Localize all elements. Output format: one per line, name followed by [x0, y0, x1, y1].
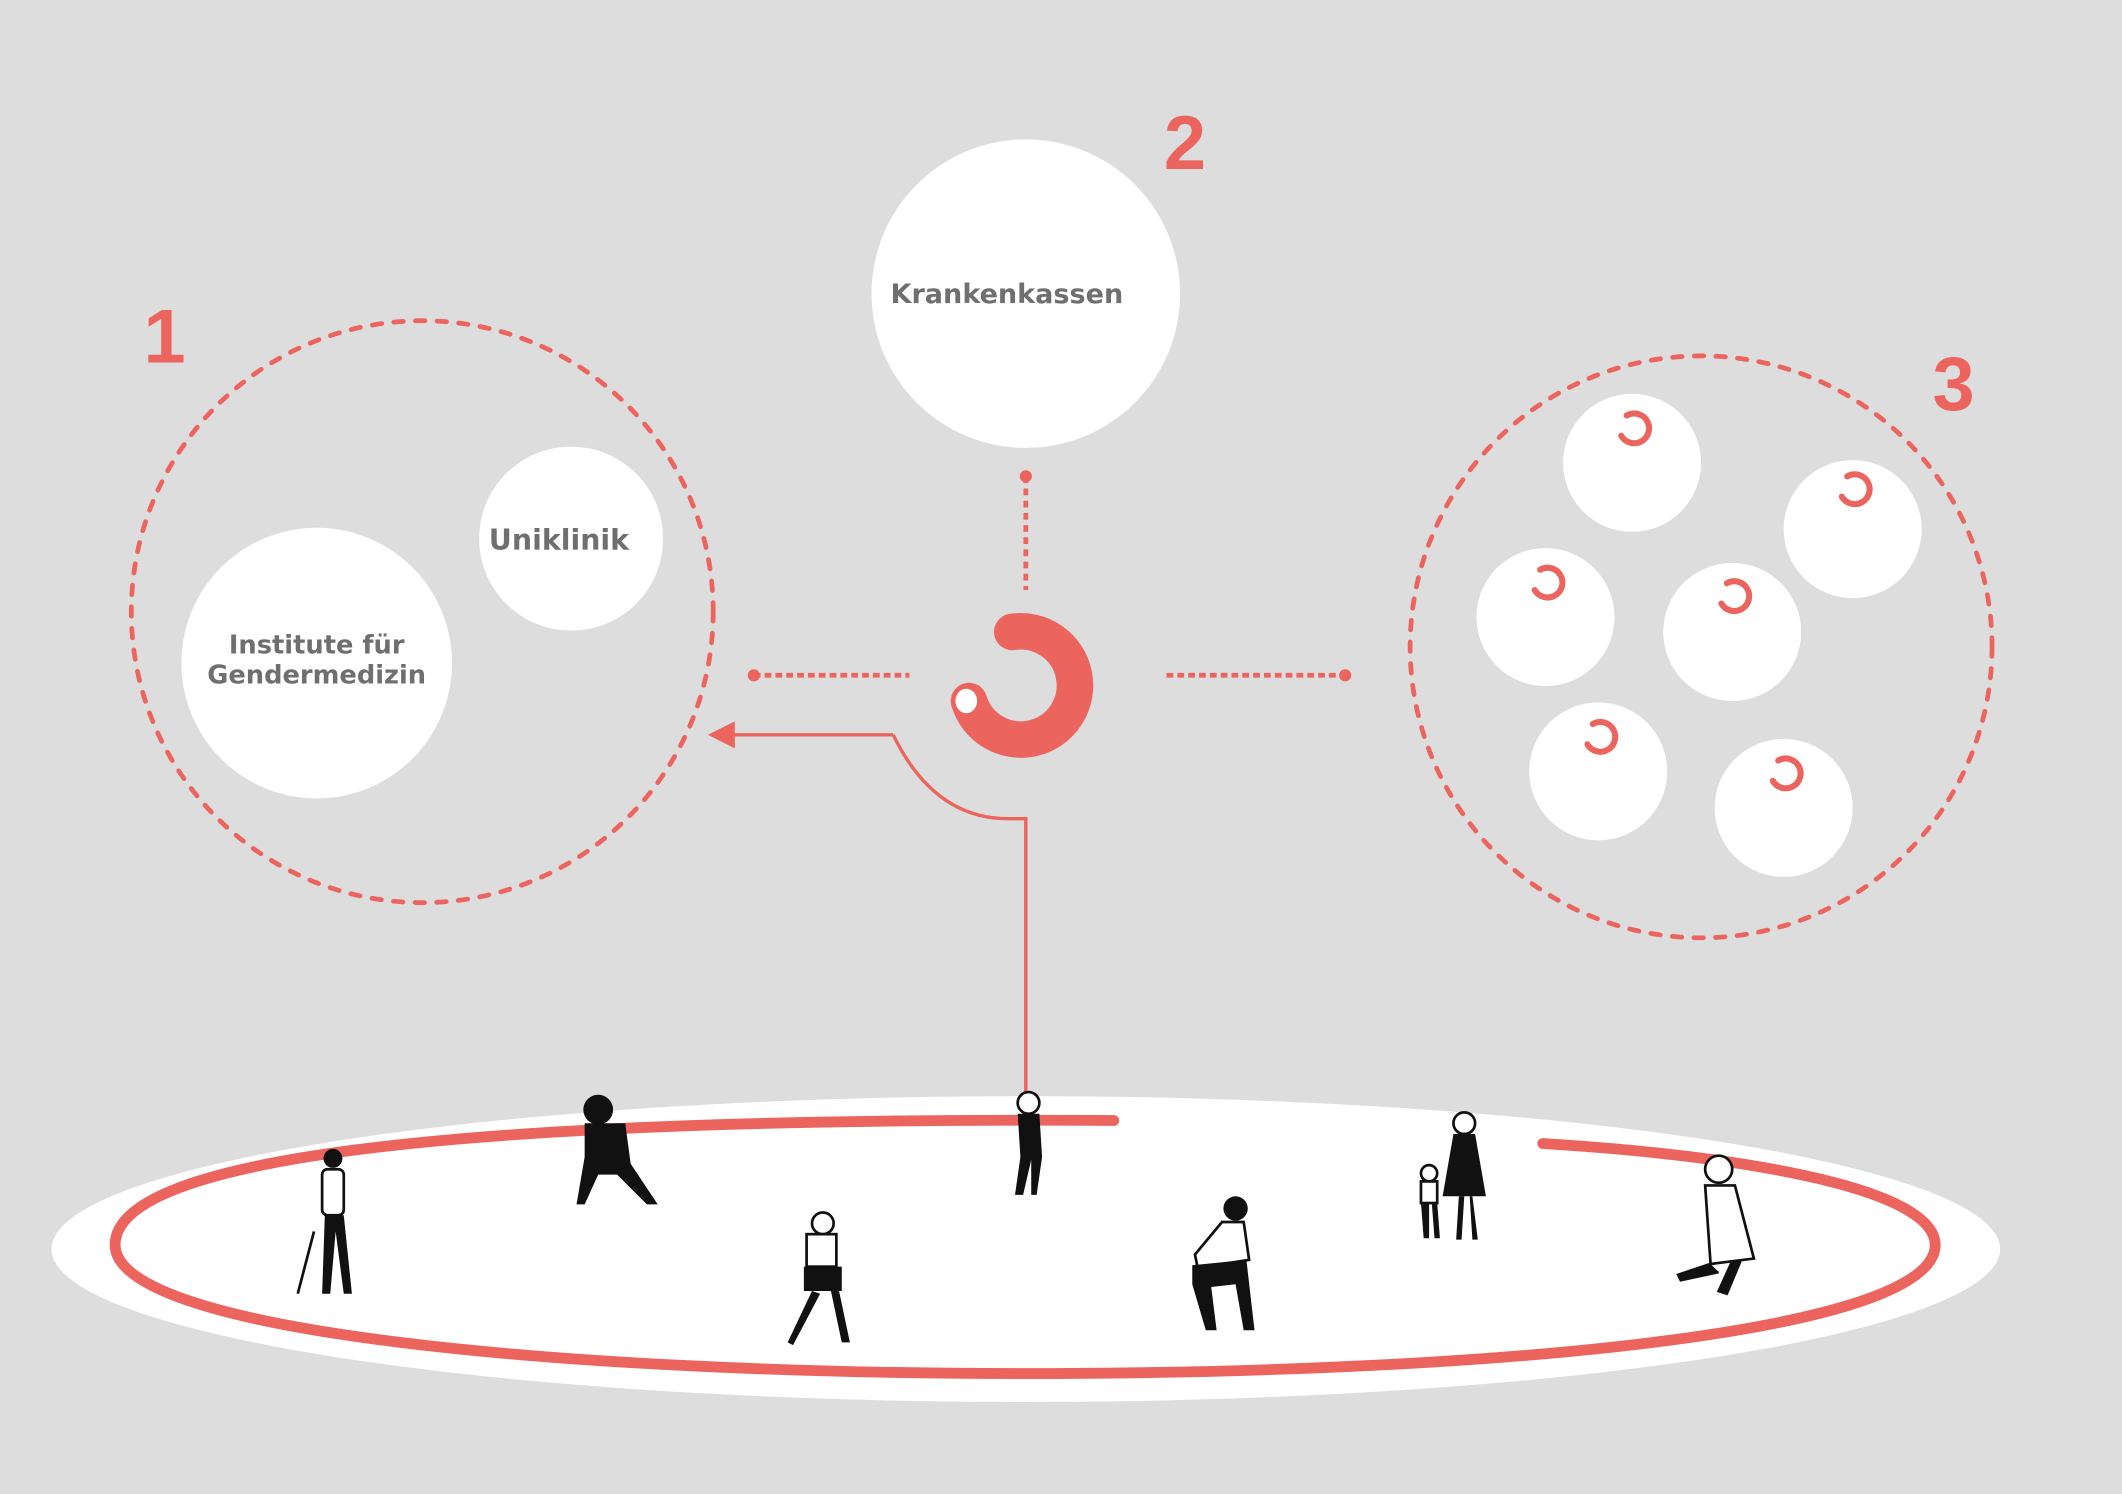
bubble — [1783, 460, 1922, 599]
person-icon — [1014, 1090, 1043, 1195]
flow-arrow-to-public — [891, 734, 1040, 1293]
krankenkassen-label: Krankenkassen — [891, 279, 1124, 310]
bubble — [1529, 702, 1668, 841]
institute-bubble — [181, 527, 453, 799]
group-3-boundary — [1407, 353, 1995, 941]
person-icon — [1192, 1196, 1255, 1331]
group-3-bubbles — [1476, 393, 1922, 877]
uniklinik-label: Uniklinik — [489, 523, 630, 556]
krankenkassen-bubble — [871, 139, 1181, 448]
institute-label-line1: Institute für — [229, 631, 405, 661]
public-platform — [51, 1096, 2001, 1402]
person-icon — [1676, 1154, 1756, 1296]
bubble — [1714, 738, 1853, 877]
group-3-number: 3 — [1933, 342, 1975, 427]
bubble — [1476, 548, 1615, 687]
bubble — [1663, 562, 1802, 701]
person-icon — [296, 1148, 352, 1295]
person-icon — [1419, 1163, 1440, 1239]
uniklinik-bubble — [479, 446, 664, 631]
group-1-number: 1 — [143, 295, 185, 380]
public-ring — [109, 1114, 1941, 1379]
person-icon — [787, 1211, 850, 1346]
person-icon — [576, 1094, 658, 1205]
bubble — [1563, 393, 1702, 532]
person-icon — [1442, 1111, 1486, 1240]
institute-label-line2: Gendermedizin — [207, 660, 426, 690]
hook-logo-icon — [950, 613, 1094, 758]
group-2-number: 2 — [1164, 101, 1206, 186]
people — [296, 1090, 1756, 1346]
group-1-boundary — [128, 318, 716, 905]
